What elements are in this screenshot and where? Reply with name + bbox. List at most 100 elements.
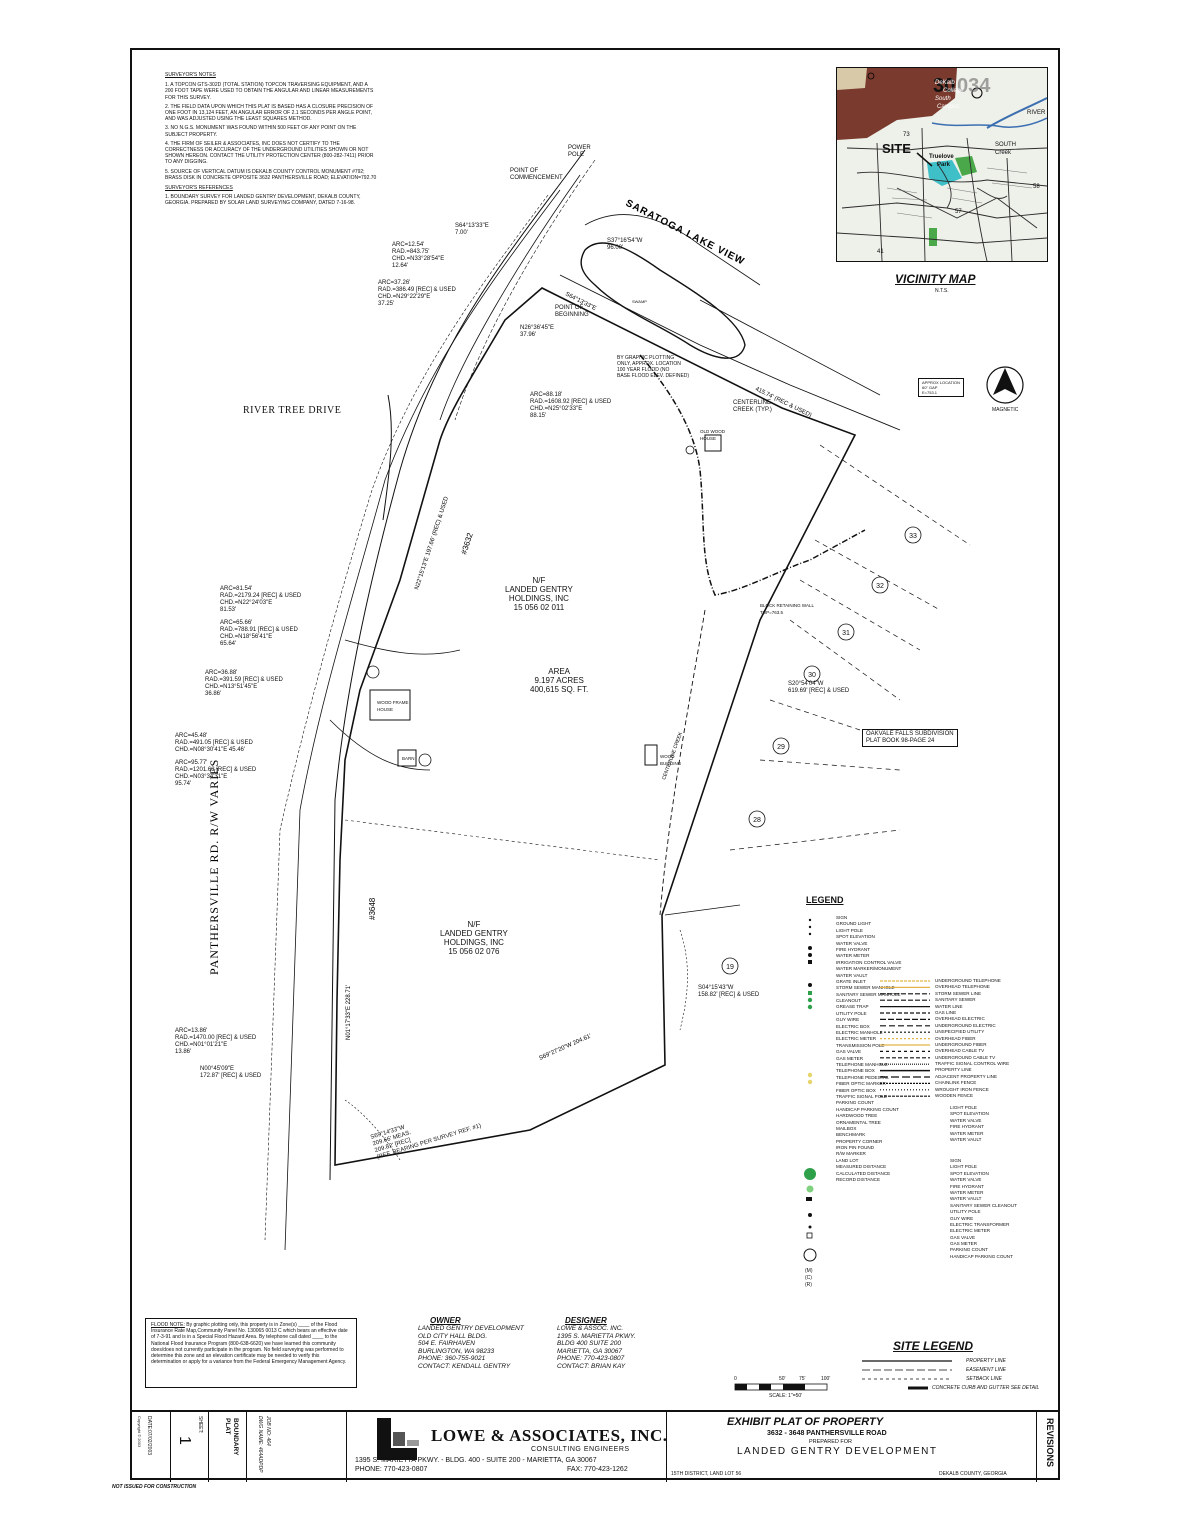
creek (639, 354, 866, 596)
surveyor-note: 5. SOURCE OF VERTICAL DATUM IS DEKALB CO… (165, 168, 377, 181)
lot-circle (871, 576, 889, 594)
flood-note-title: FLOOD NOTE: (151, 1322, 185, 1328)
vicinity-label: RIVER (1027, 110, 1046, 116)
river-tree-drive-label: RIVER TREE DRIVE (243, 405, 342, 416)
bearing-label: S69°27'20"W 204.61' (538, 1033, 592, 1061)
company-phone: PHONE: 770-423-0807 (355, 1466, 428, 1473)
legend-item: HANDICAP PARKING COUNT (836, 1106, 899, 1112)
legend-item: TELEPHONE MANHOLE (836, 1061, 888, 1067)
lot-circle (721, 957, 739, 975)
vicinity-site-label: SITE (882, 141, 911, 156)
company-name: LOWE & ASSOCIATES, INC. (431, 1426, 668, 1445)
date-cell: DATE: 07/02/2003 Copyright © 2003 (130, 1412, 170, 1482)
owner-line: PHONE: 360-755-9021 (418, 1355, 486, 1363)
scale-tick: 0 (734, 1376, 737, 1382)
legend-item: LIGHT POLE (836, 927, 863, 933)
bearing-label: S64°13'33"E 7.00' (455, 223, 489, 236)
owner-line: OLD CITY HALL BLDG. (418, 1332, 488, 1340)
legend-line-samples (880, 978, 934, 1108)
bearing-label: N00°45'09"E 172.87' [REC] & USED (200, 1066, 262, 1079)
copyright: Copyright © 2003 (137, 1416, 142, 1448)
legend-title: LEGEND (806, 895, 844, 905)
legend-item: GUY WIRE (950, 1215, 974, 1221)
lot-number: 30 (808, 672, 816, 679)
lot-number: 31 (842, 630, 850, 637)
legend-item: BENCHMARK (836, 1132, 866, 1138)
legend-item: IRON PIN FOUND (836, 1145, 875, 1151)
legend-item: WATER LINE (935, 1003, 963, 1009)
legend-item: CALCULATED DISTANCE (836, 1170, 891, 1176)
legend-item: FIBER OPTIC MARKER (836, 1081, 886, 1087)
legend-item: WATER VAULT (836, 972, 868, 978)
block-wall-label: BLOCK RETAINING WALL TOP=763.5 (760, 603, 815, 615)
owner-line: CONTACT: KENDALL GENTRY (418, 1362, 511, 1370)
address-label: #3632 (459, 531, 475, 555)
exhibit-title: EXHIBIT PLAT OF PROPERTY (727, 1416, 884, 1428)
legend-item: OVERHEAD ELECTRIC (935, 1016, 985, 1022)
legend-item: WATER VALVE (950, 1177, 982, 1183)
lot-number: 33 (909, 533, 917, 540)
surveyor-note: 3. NO N.G.S. MONUMENT WAS FOUND WITHIN 5… (165, 125, 357, 138)
telephone-box-icon (807, 1079, 813, 1085)
adjacent-lot-line (789, 619, 901, 701)
site-legend-lines (862, 1360, 952, 1390)
adjacent-lot-line (769, 699, 861, 731)
oak-tree-icon (366, 665, 380, 679)
legend-item: FIRE HYDRANT (836, 946, 870, 952)
legend-item: WROUGHT IRON FENCE (935, 1086, 989, 1092)
legend-item: UTILITY POLE (950, 1209, 981, 1215)
calculated-icon: (C) (805, 1275, 812, 1281)
vicinity-label: SOUTH (995, 142, 1016, 148)
legend-item: GREASE TRAP (836, 1004, 869, 1010)
arc-label: ARC=12.54' RAD.=843.75' CHD.=N33°28'54"E… (392, 242, 445, 269)
measured-icon: (M) (805, 1268, 813, 1274)
not-issued-label: NOT ISSUED FOR CONSTRUCTION (112, 1484, 197, 1490)
lot-circle (904, 526, 922, 544)
legend-line-sample-column (880, 980, 930, 1097)
legend-item: TELEPHONE BOX (836, 1068, 875, 1074)
fire-hydrant-icon (808, 953, 812, 957)
area-label: AREA 9.197 ACRES 400,615 SQ. FT. (530, 667, 589, 694)
overhead-power-line (454, 159, 596, 421)
company-subtitle: CONSULTING ENGINEERS (531, 1446, 630, 1453)
site-legend-item: EASEMENT LINE (966, 1367, 1007, 1373)
rw-marker-icon (806, 1232, 813, 1239)
legend-item: GRATE INLET (836, 978, 866, 984)
sheet-number: 1 (176, 1436, 193, 1445)
barn-label: BARN (402, 756, 415, 761)
parcel-owner-label: N/F LANDED GENTRY HOLDINGS, INC 15 056 0… (440, 920, 508, 956)
legend-item: WATER METER (950, 1189, 984, 1195)
flood-note-box: FLOOD NOTE: By graphic plotting only, th… (145, 1318, 357, 1388)
arc-label: ARC=13.86' RAD.=1470.00 [REC] & USED CHD… (175, 1028, 257, 1055)
legend-item: SANITARY SEWER CLEANOUT (950, 1202, 1017, 1208)
owner-line: LANDED GENTRY DEVELOPMENT (418, 1325, 524, 1332)
surveyor-note: 4. THE FIRM OF SEILER & ASSOCIATES, INC … (165, 140, 374, 166)
designer-line: BLDG 400 SUITE 200 (557, 1340, 621, 1348)
power-pole-label: POWER POLE (568, 145, 591, 158)
surveyor-ref: 1. BOUNDARY SURVEY FOR LANDED GENTRY DEV… (165, 194, 361, 207)
sheet-cell: SHEET: 1 (170, 1412, 208, 1482)
road-edge-west (284, 189, 561, 1251)
legend-item: ELECTRIC BOX (836, 1023, 870, 1029)
record-icon: (R) (805, 1282, 812, 1288)
legend-item: WATER METER (836, 953, 870, 959)
legend-item: WATER VAULT (950, 1136, 982, 1142)
adjacent-lot-line (814, 539, 941, 611)
panthersville-road-label: PANTHERSVILLE RD. R/W VARIES (207, 759, 221, 975)
light-pole-icon (808, 932, 812, 936)
arc-label: ARC=45.48' RAD.=491.05 [REC] & USED CHD.… (175, 733, 253, 753)
client-name: LANDED GENTRY DEVELOPMENT (737, 1446, 938, 1457)
legend-item: SPOT ELEVATION (950, 1170, 989, 1176)
map-number: 30 (933, 75, 955, 97)
vicinity-label: 58 (1033, 184, 1040, 190)
magnetic-label: MAGNETIC (992, 407, 1019, 413)
owner-line: BURLINGTON, WA 98233 (418, 1347, 495, 1355)
bearing-label: N26°36'45"E 37.96' (520, 325, 555, 338)
legend-item: WATER METER (950, 1130, 984, 1136)
river-tree-curb (382, 394, 392, 521)
owner-block: OWNER LANDED GENTRY DEVELOPMENT OLD CITY… (418, 1316, 524, 1371)
arc-label: ARC=37.26' RAD.=386.49 [REC] & USED CHD.… (378, 280, 456, 307)
